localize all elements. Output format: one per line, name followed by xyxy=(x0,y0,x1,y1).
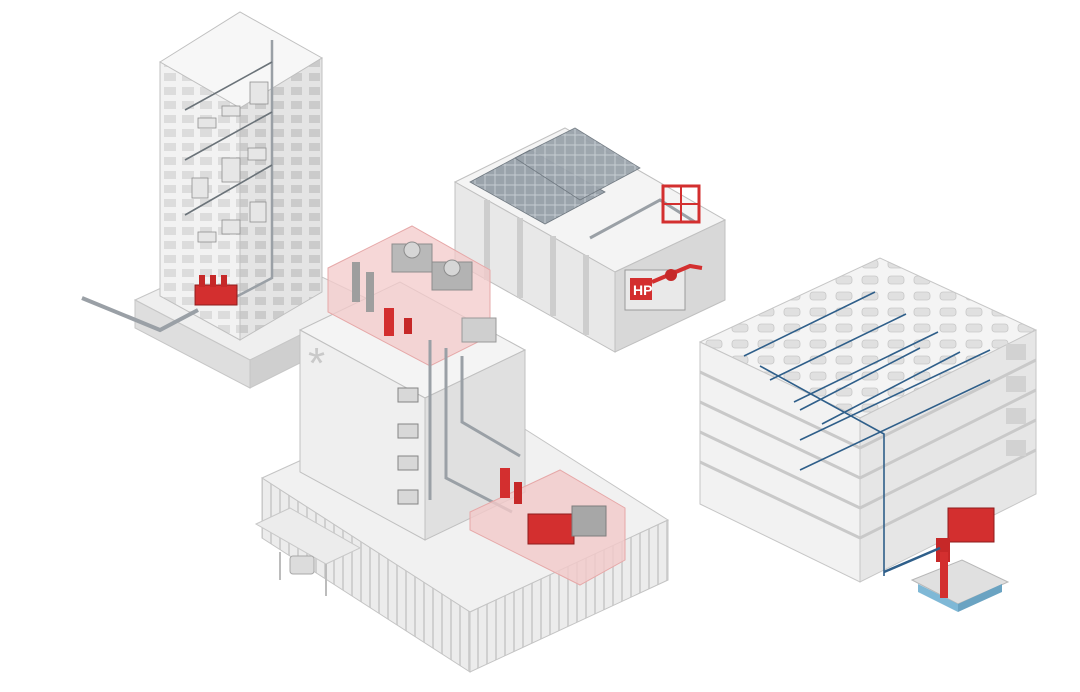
solar-building-pilasters xyxy=(484,200,589,335)
parked-vehicle xyxy=(289,555,315,575)
garage-side-openings xyxy=(1006,344,1026,456)
solar-building-pipe xyxy=(589,198,696,240)
plant-floor-units xyxy=(397,387,419,505)
high-rise-riser-pipe xyxy=(229,40,274,302)
parking-garage xyxy=(698,257,1038,612)
rooftop-pump-skid xyxy=(661,184,701,224)
water-main-pipe xyxy=(81,296,199,333)
plant-room-equipment xyxy=(500,468,607,545)
water-tank-pit xyxy=(910,552,1010,612)
heat-pump-label: HP xyxy=(633,282,652,298)
canopy-posts xyxy=(279,552,327,596)
entrance-canopy xyxy=(254,507,362,565)
plant-risers xyxy=(428,340,521,514)
high-rise-floor-units xyxy=(191,81,269,243)
garage-side xyxy=(859,329,1037,583)
sprinkler-pipes xyxy=(743,291,991,576)
garage-floor-slabs xyxy=(699,358,1037,540)
rooftop-ahu xyxy=(461,317,497,343)
booster-pump-set xyxy=(194,275,238,306)
solar-panel-array xyxy=(469,127,641,225)
sprinkler-pump-set xyxy=(883,507,995,574)
solar-roof-building: HP xyxy=(453,127,727,353)
high-rise-branch-lines xyxy=(184,61,273,216)
rooftop-chillers xyxy=(391,241,473,291)
rooftop-pumps xyxy=(352,262,412,336)
high-rise-side-face xyxy=(239,57,323,341)
plant-tower-marking: * xyxy=(308,339,325,388)
central-plant-building: * xyxy=(254,225,670,673)
heat-pump-unit: HP xyxy=(624,263,703,311)
